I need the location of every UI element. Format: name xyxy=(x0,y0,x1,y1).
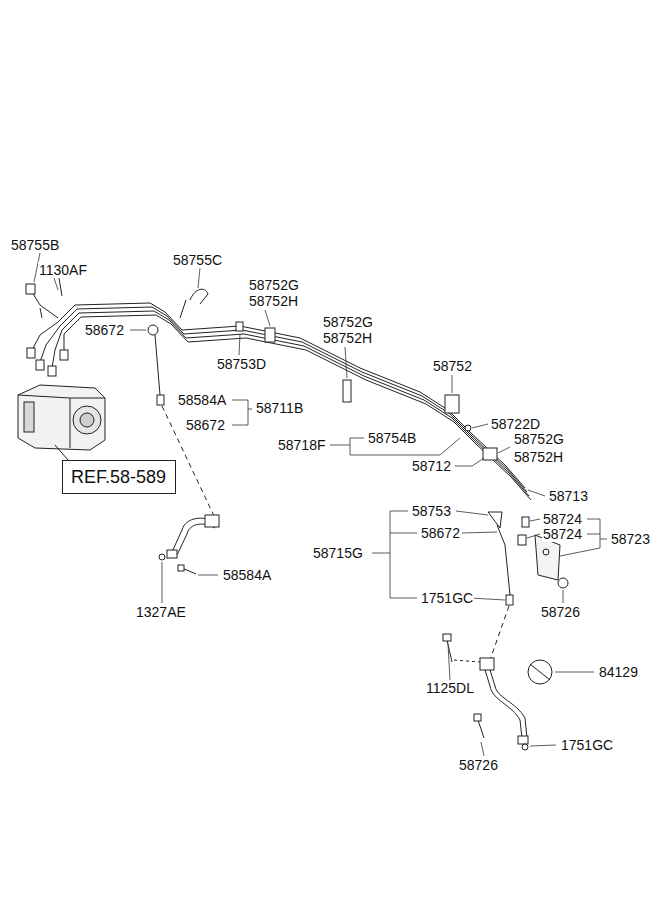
callout-number: 1751GC xyxy=(420,590,474,606)
reference-text: REF.58-589 xyxy=(71,466,166,488)
callout-number: 58726 xyxy=(540,604,581,620)
callout-number: 58711B xyxy=(255,400,304,416)
callout-number: 58726 xyxy=(458,757,499,773)
callout-number: 58752G xyxy=(322,314,374,330)
callout-number: 58752G xyxy=(248,277,300,293)
callout-number: 58722D xyxy=(490,416,541,432)
callout-number: 58584A xyxy=(177,392,227,408)
callout-number: 58752H xyxy=(322,330,373,346)
callout-number: 58752 xyxy=(432,358,473,374)
callout-number: 58584A xyxy=(222,567,272,583)
clips xyxy=(236,322,497,460)
callout-number: 84129 xyxy=(598,664,639,680)
pipe-fittings xyxy=(26,272,208,376)
callout-number: 1751GC xyxy=(560,737,614,753)
abs-unit xyxy=(18,385,105,460)
leader-lines xyxy=(34,253,607,756)
left-front-hose xyxy=(148,325,219,574)
callout-number: 58755B xyxy=(10,237,60,253)
callout-number: 58724 xyxy=(542,511,583,527)
callout-number: 58723 xyxy=(610,531,651,547)
callout-number: 58754B xyxy=(367,430,417,446)
callout-number: 58752H xyxy=(248,293,299,309)
callout-number: 58753 xyxy=(411,503,452,519)
callout-number: 58752H xyxy=(513,449,564,465)
callout-number: 1125DL xyxy=(425,680,475,696)
brake-pipe-bundle xyxy=(58,303,531,500)
callout-number: 1327AE xyxy=(135,604,187,620)
callout-number: 58712 xyxy=(411,458,452,474)
callout-number: 58672 xyxy=(420,525,461,541)
right-front-hose xyxy=(443,512,568,750)
callout-number: 58718F xyxy=(277,437,326,453)
callout-number: 58672 xyxy=(84,322,125,338)
callout-number: 58672 xyxy=(185,417,226,433)
callout-number: 58752G xyxy=(513,431,565,447)
callout-number: 58755C xyxy=(172,252,223,268)
callout-number: 58713 xyxy=(548,488,589,504)
callout-number: 58753D xyxy=(216,356,267,372)
reference-box: REF.58-589 xyxy=(62,460,176,494)
callout-number: 58715G xyxy=(312,545,364,561)
callout-number: 1130AF xyxy=(38,262,88,278)
callout-number: 58724 xyxy=(542,526,583,542)
